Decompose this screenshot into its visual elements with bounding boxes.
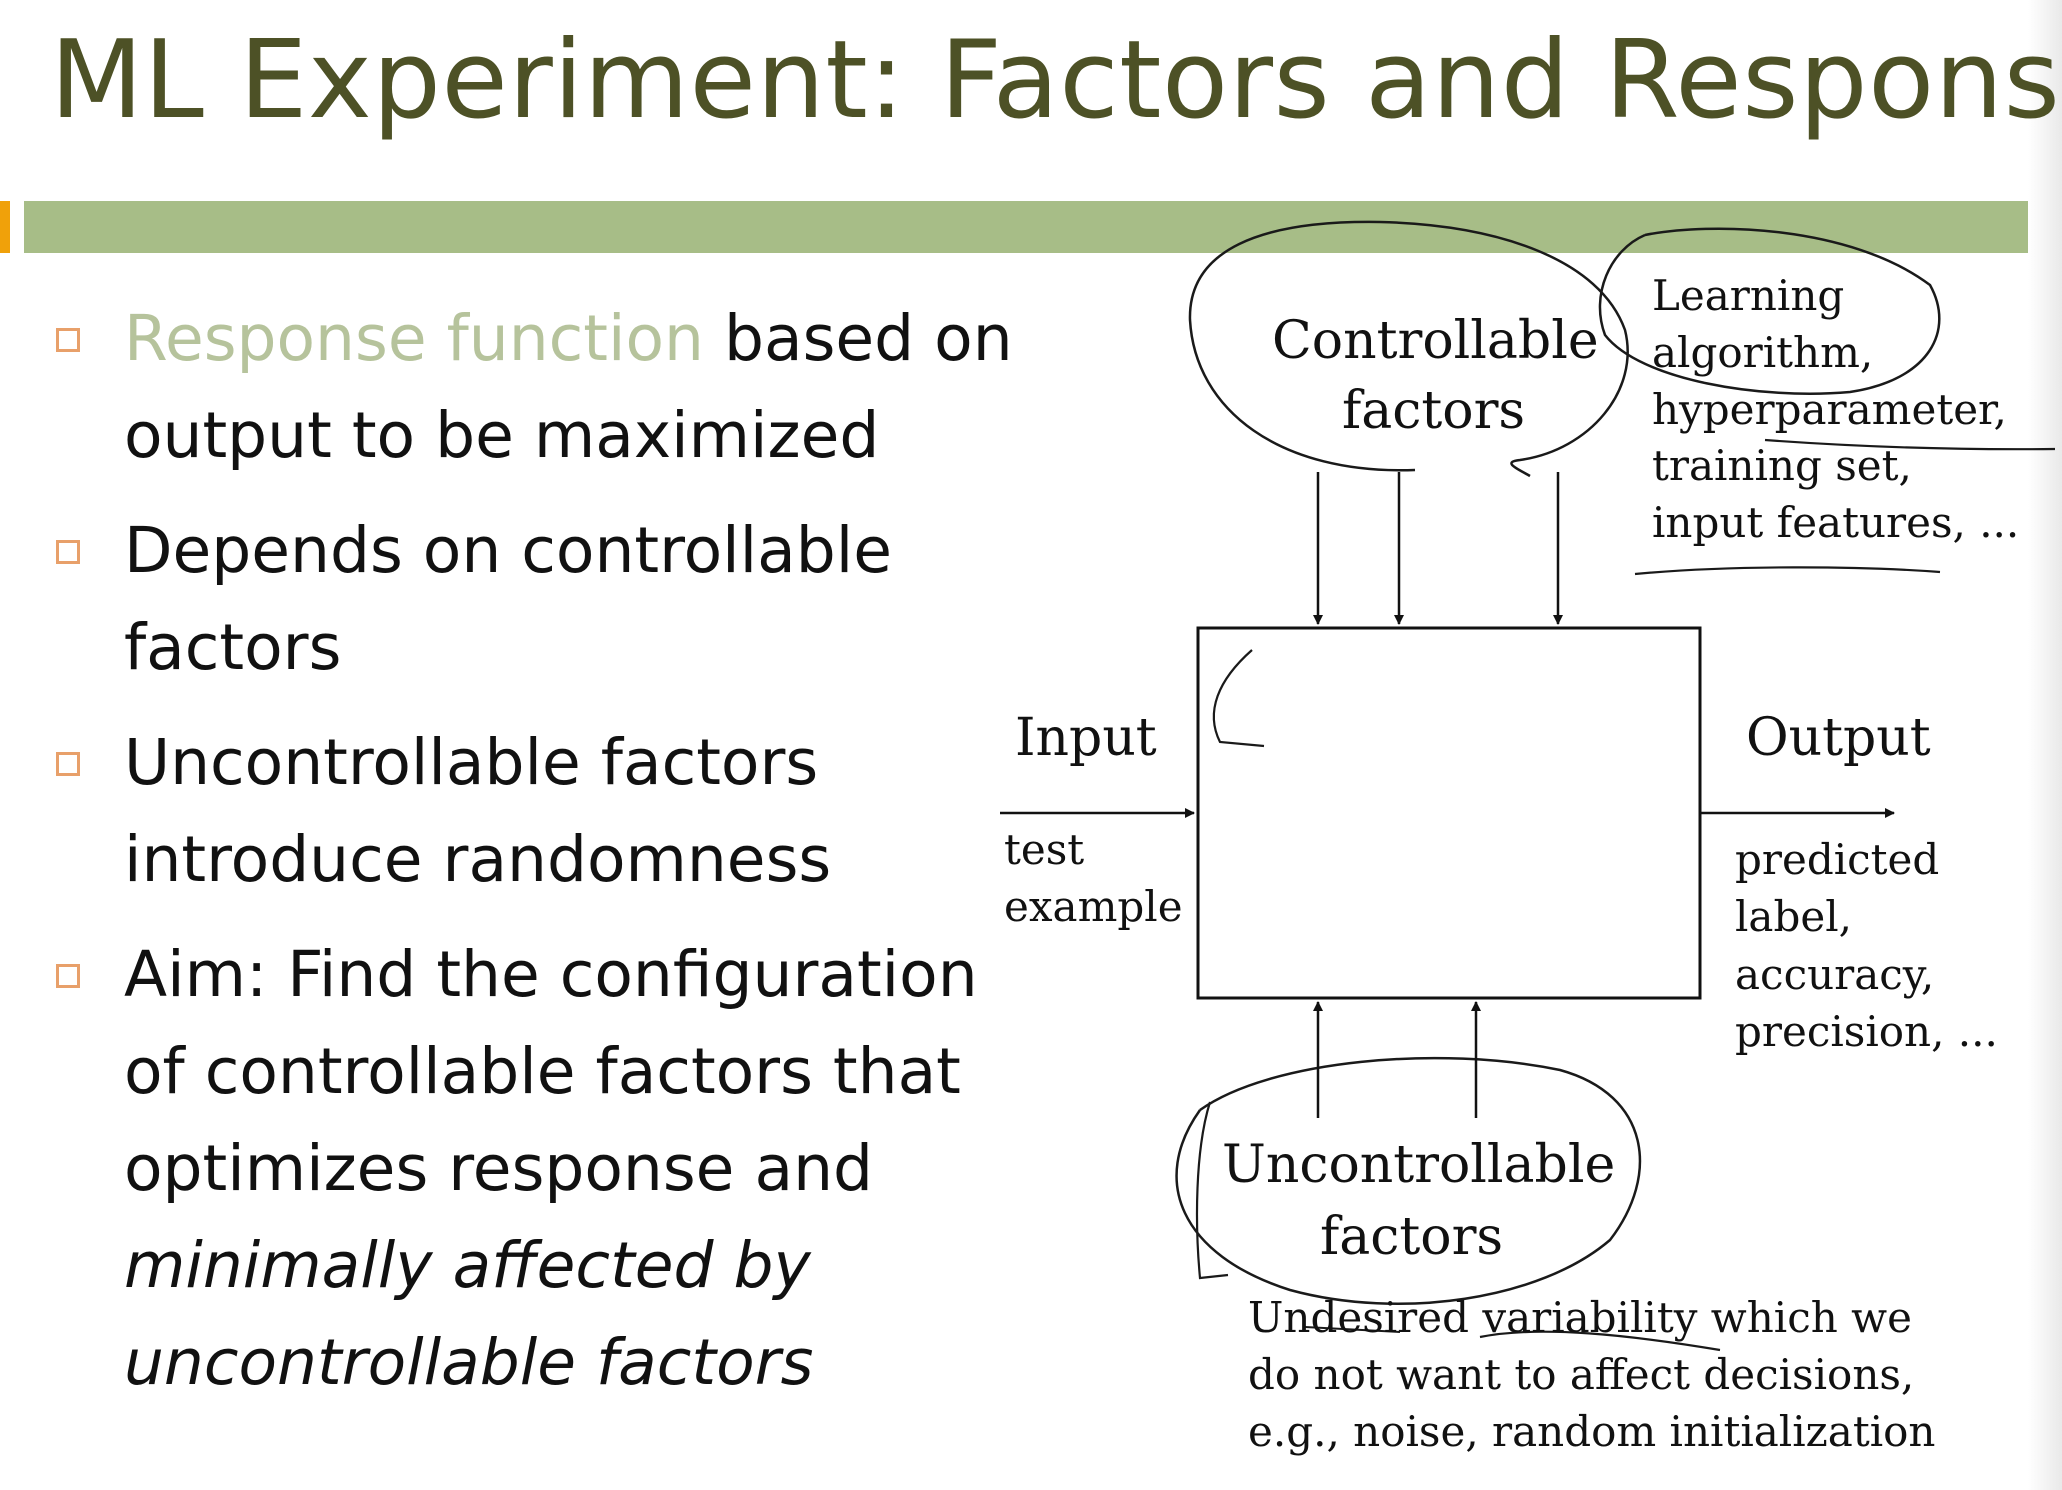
controllable-label-line2: factors — [1342, 381, 1525, 441]
output-note-line2: label, — [1735, 892, 1852, 941]
handdrawn-circle-uncontrollable — [1175, 1056, 1642, 1306]
model-box — [1196, 626, 1702, 1000]
uncontrollable-note-line3: e.g., noise, random initialization — [1248, 1407, 1935, 1456]
input-note-line2: example — [1004, 882, 1183, 931]
uncontrollable-note-line1: Undesired variability which we — [1248, 1293, 1912, 1342]
bullet-item: Response function based on output to be … — [50, 290, 1030, 484]
bullet-text: Aim: Find the configuration — [124, 938, 978, 1011]
bullet-text: output to be maximized — [124, 399, 880, 472]
controllable-label-line1: Controllable — [1272, 311, 1599, 371]
bullet-item: Uncontrollable factors introduce randomn… — [50, 714, 1030, 908]
bullet-text-italic: uncontrollable factors — [124, 1326, 814, 1399]
bullet-text-italic: minimally affected by — [124, 1229, 811, 1302]
output-note-line4: precision, ... — [1735, 1007, 1998, 1056]
bullet-text: based on — [703, 302, 1013, 375]
title-divider-bar — [24, 201, 2028, 253]
slide-edge-shadow — [2028, 0, 2062, 1490]
output-note-line3: accuracy, — [1735, 950, 1934, 999]
bullet-square-icon — [56, 964, 80, 988]
handdrawn-bracket-uncontrollable — [1195, 1101, 1229, 1280]
bullet-text: factors — [124, 611, 342, 684]
bullet-text: optimizes response and — [124, 1132, 873, 1205]
bullet-list: Response function based on output to be … — [50, 290, 1030, 1429]
input-label: Input — [1015, 708, 1157, 768]
uncontrollable-note-line2: do not want to affect decisions, — [1248, 1350, 1914, 1399]
underline-variability — [1479, 1330, 1721, 1352]
bullet-text: Uncontrollable factors — [124, 726, 819, 799]
controllable-note-line2: algorithm, — [1652, 328, 1873, 377]
strikethrough-desired — [1304, 1326, 1401, 1333]
controllable-note-line3: hyperparameter, — [1652, 385, 2007, 434]
input-note-line1: test — [1004, 825, 1084, 874]
bullet-item: Aim: Find the configuration of controlla… — [50, 926, 1030, 1411]
highlighted-term: Response function — [124, 302, 704, 375]
bullet-square-icon — [56, 328, 80, 352]
bullet-square-icon — [56, 752, 80, 776]
output-label: Output — [1746, 708, 1931, 768]
controllable-note-line4: training set, — [1652, 441, 1912, 490]
slide-title: ML Experiment: Factors and Response — [50, 18, 2062, 143]
underline-input-features — [1634, 566, 1941, 576]
underline-hyperparameter — [1764, 438, 2056, 451]
controllable-note-line1: Learning — [1652, 271, 1844, 320]
bullet-text: Depends on controllable — [124, 514, 893, 587]
controllable-note-line5: input features, ... — [1652, 498, 2019, 547]
handdrawn-mark-box — [1212, 649, 1265, 748]
handdrawn-circle-controllable — [1188, 220, 1629, 478]
bullet-item: Depends on controllable factors — [50, 502, 1030, 696]
bullet-text: introduce randomness — [124, 823, 832, 896]
uncontrollable-label-line1: Uncontrollable — [1222, 1135, 1615, 1195]
bullet-square-icon — [56, 540, 80, 564]
bullet-text: of controllable factors that — [124, 1035, 961, 1108]
uncontrollable-label-line2: factors — [1320, 1207, 1503, 1267]
output-note-line1: predicted — [1735, 835, 1939, 884]
handdrawn-circle-learning — [1598, 227, 1941, 395]
title-accent-bar — [0, 201, 10, 253]
